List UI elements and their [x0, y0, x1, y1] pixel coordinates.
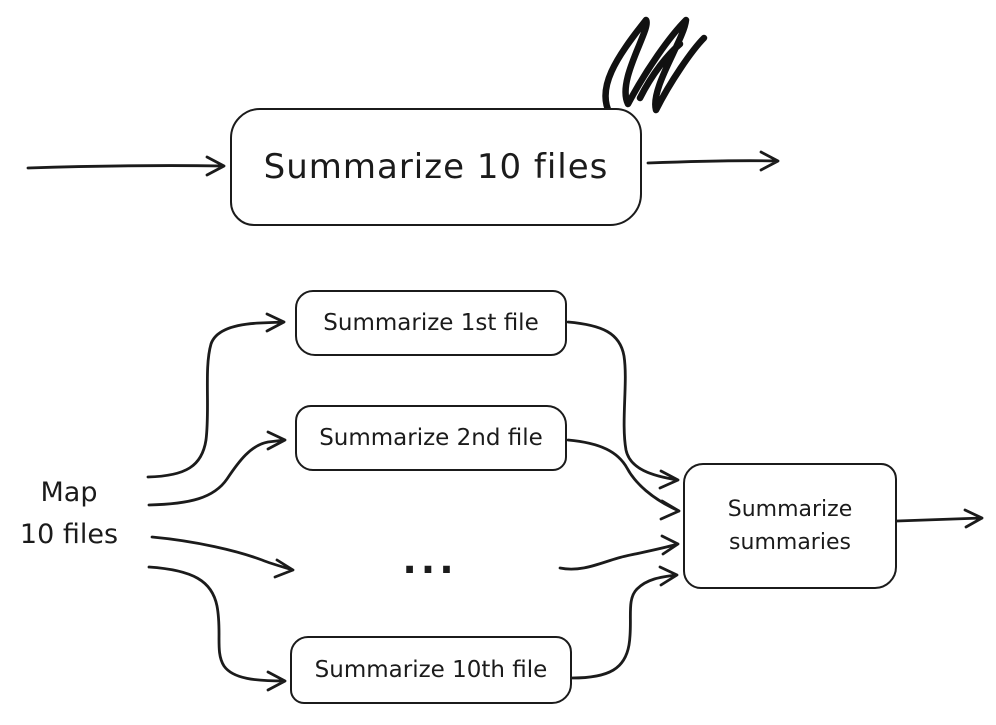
summarize-10-files-box: Summarize 10 files: [230, 108, 642, 226]
arrow-second-to-result: [566, 438, 681, 521]
summarize-2nd-file-label: Summarize 2nd file: [319, 425, 543, 451]
summarize-10-files-label: Summarize 10 files: [263, 147, 609, 187]
summarize-2nd-file-box: Summarize 2nd file: [295, 405, 567, 471]
arrow-first-to-result: [566, 320, 680, 490]
map-label-line2: 10 files: [19, 518, 119, 550]
map-10-files-label: Map 10 files: [8, 472, 130, 556]
arrow-result-output: [895, 508, 984, 529]
result-label-line1: Summarize: [727, 497, 853, 522]
summarize-1st-file-label: Summarize 1st file: [323, 310, 539, 336]
summarize-1st-file-box: Summarize 1st file: [295, 290, 567, 356]
arrow-map-to-tenth: [147, 565, 287, 692]
ellipsis-label: ...: [402, 538, 458, 582]
arrow-tenth-to-result: [570, 565, 679, 680]
arrow-map-to-second: [147, 430, 287, 507]
summarize-10th-file-box: Summarize 10th file: [290, 636, 572, 704]
result-label-group: Summarize summaries: [728, 493, 853, 559]
map-label-line1: Map: [40, 477, 98, 508]
arrow-map-to-first: [146, 312, 286, 479]
summarize-10th-file-label: Summarize 10th file: [314, 657, 548, 683]
arrow-top-input: [26, 155, 226, 177]
scribble-icon: [602, 16, 708, 118]
result-label-line2: summaries: [729, 530, 851, 555]
arrow-map-to-ellipsis: [150, 535, 295, 579]
arrow-ellipsis-to-result: [558, 534, 680, 571]
arrow-top-output: [646, 150, 780, 172]
summarize-summaries-box: Summarize summaries: [683, 463, 897, 589]
